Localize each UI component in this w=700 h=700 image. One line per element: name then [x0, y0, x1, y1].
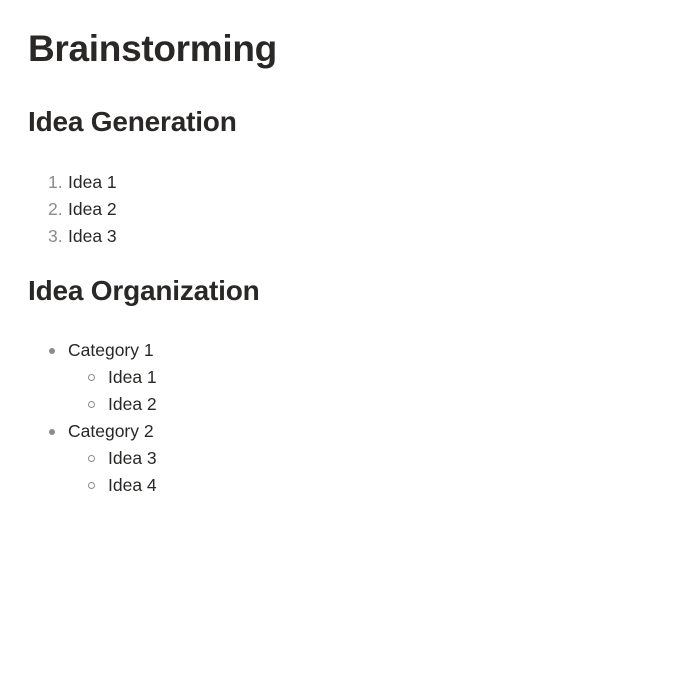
list-item-text[interactable]: Category 2: [68, 421, 154, 441]
bullet-circle-icon: [88, 401, 95, 408]
list-item-text[interactable]: Category 1: [68, 340, 154, 360]
list-item-text[interactable]: Idea 3: [68, 226, 117, 246]
list-item-text[interactable]: Idea 3: [108, 448, 157, 468]
bullet-circle-icon: [88, 374, 95, 381]
bullet-dot-icon: [49, 348, 55, 354]
list-number-marker: 3.: [48, 226, 63, 246]
section-heading-idea-organization[interactable]: Idea Organization: [28, 275, 260, 306]
list-item-text[interactable]: Idea 4: [108, 475, 157, 495]
page-title[interactable]: Brainstorming: [28, 28, 277, 69]
list-item-text[interactable]: Idea 1: [68, 172, 117, 192]
list-item-text[interactable]: Idea 2: [108, 394, 157, 414]
list-item-text[interactable]: Idea 1: [108, 367, 157, 387]
list-number-marker: 2.: [48, 199, 63, 219]
section-heading-idea-generation[interactable]: Idea Generation: [28, 106, 237, 137]
list-item-text[interactable]: Idea 2: [68, 199, 117, 219]
bullet-dot-icon: [49, 429, 55, 435]
bullet-circle-icon: [88, 482, 95, 489]
list-number-marker: 1.: [48, 172, 63, 192]
bullet-circle-icon: [88, 455, 95, 462]
